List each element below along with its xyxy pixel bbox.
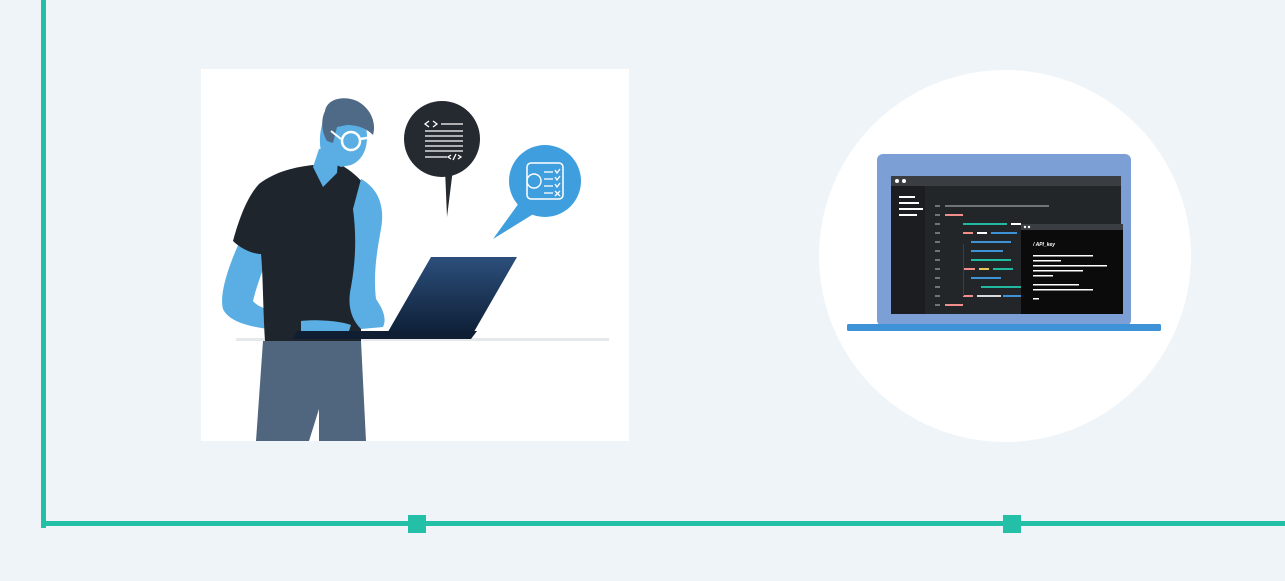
timeline-node-2 [1003, 515, 1021, 533]
person-shirt [233, 165, 381, 341]
laptop-illustration-circle: / API_key [819, 70, 1191, 442]
laptop-base [293, 331, 477, 339]
glasses-left-lens [340, 130, 362, 152]
glasses-arm [330, 130, 342, 140]
terminal-title: / API_key [1032, 242, 1055, 248]
laptop-code-editor-icon: / API_key [847, 154, 1163, 336]
glasses-bridge [359, 135, 374, 141]
timeline-vertical-line [41, 0, 46, 528]
person-right-arm [349, 179, 385, 329]
timeline-horizontal-line [41, 521, 1285, 526]
person-hands [301, 320, 351, 331]
developer-illustration-card [201, 69, 629, 441]
person-pants [256, 341, 366, 441]
person-hair [322, 98, 375, 143]
line-numbers [935, 205, 940, 306]
person-left-arm [222, 239, 311, 331]
code-document-bubble-icon [404, 101, 480, 217]
editor-titlebar [891, 176, 1121, 186]
developer-with-laptop-illustration-icon [222, 98, 609, 441]
laptop-base [847, 324, 1161, 331]
laptop-screen-back [385, 257, 517, 337]
terminal-titlebar [1021, 224, 1123, 230]
settings-checklist-bubble-icon [493, 145, 581, 239]
editor-sidebar [891, 186, 925, 314]
terminal-lines [1033, 255, 1107, 300]
code-lines [945, 205, 1049, 306]
desk-line [236, 338, 609, 341]
terminal-window [1021, 224, 1123, 314]
timeline-node-1 [408, 515, 426, 533]
